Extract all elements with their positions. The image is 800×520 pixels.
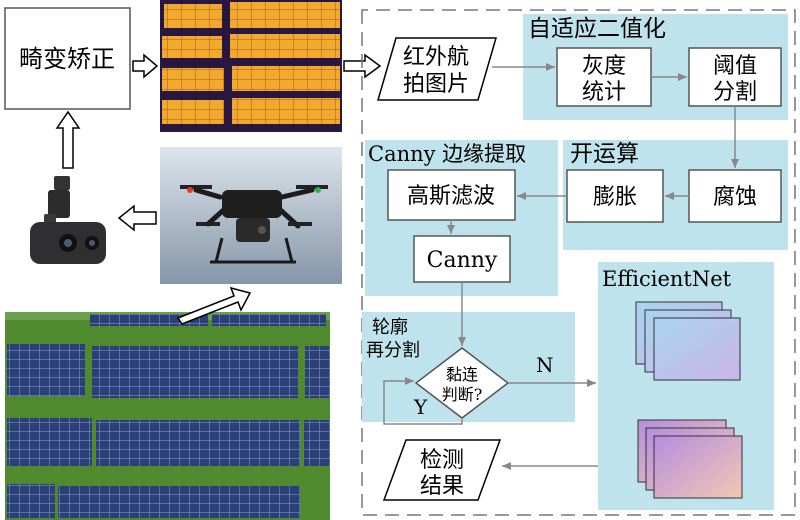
opening-operation-title: 开运算 xyxy=(570,141,639,167)
drone-image xyxy=(160,147,342,284)
canny-box xyxy=(413,235,511,283)
hollow-arrow-up-to-correction xyxy=(55,110,81,169)
contour-resegmentation-title-line2: 再分割 xyxy=(366,340,420,361)
adaptive-binarization-title: 自适应二值化 xyxy=(528,16,666,42)
infrared-image-label-line1: 红外航 xyxy=(403,45,469,70)
threshold-segmentation-label-line2: 分割 xyxy=(713,80,757,105)
threshold-segmentation-box xyxy=(688,47,782,107)
infrared-image-node xyxy=(377,37,497,101)
arrow-yes-loop xyxy=(383,377,463,425)
contour-resegmentation-title-line1: 轮廓 xyxy=(372,317,408,338)
detection-result-node xyxy=(382,439,502,501)
canny-edge-title: Canny 边缘提取 xyxy=(368,142,526,166)
dilation-box xyxy=(566,169,664,223)
gray-statistics-box xyxy=(556,47,652,107)
threshold-segmentation-label-line1: 阈值 xyxy=(713,54,757,79)
erosion-label: 腐蚀 xyxy=(713,185,757,210)
canny-box-label: Canny xyxy=(427,248,498,273)
detection-result-label-line2: 结果 xyxy=(420,474,464,499)
decision-yes-label: Y xyxy=(413,395,428,419)
efficientnet-feature-stack-top xyxy=(635,301,741,381)
decision-label-line1: 黏连 xyxy=(446,365,478,384)
hollow-arrow-to-drone xyxy=(176,286,252,325)
gray-statistics-label-line1: 灰度 xyxy=(582,54,626,79)
hollow-arrow-to-camera xyxy=(117,204,157,232)
decision-label-line2: 判断? xyxy=(442,385,483,404)
hollow-arrow-to-thermal xyxy=(132,53,159,79)
gimbal-camera-image xyxy=(30,176,106,264)
efficientnet-title: EfficientNet xyxy=(602,267,732,291)
dilation-label: 膨胀 xyxy=(593,185,637,210)
distortion-correction-label: 畸变矫正 xyxy=(19,45,115,73)
decision-no-label: N xyxy=(536,353,554,377)
distortion-correction-box xyxy=(4,7,131,110)
gray-statistics-label-line2: 统计 xyxy=(582,80,626,105)
solar-panel-image xyxy=(5,312,330,520)
infrared-image-label-line2: 拍图片 xyxy=(403,72,469,97)
gaussian-filter-label: 高斯滤波 xyxy=(407,184,495,209)
detection-result-label-line1: 检测 xyxy=(420,448,464,473)
thermal-image xyxy=(160,0,342,132)
gaussian-filter-box xyxy=(387,169,516,221)
efficientnet-feature-stack-bottom xyxy=(637,419,743,499)
